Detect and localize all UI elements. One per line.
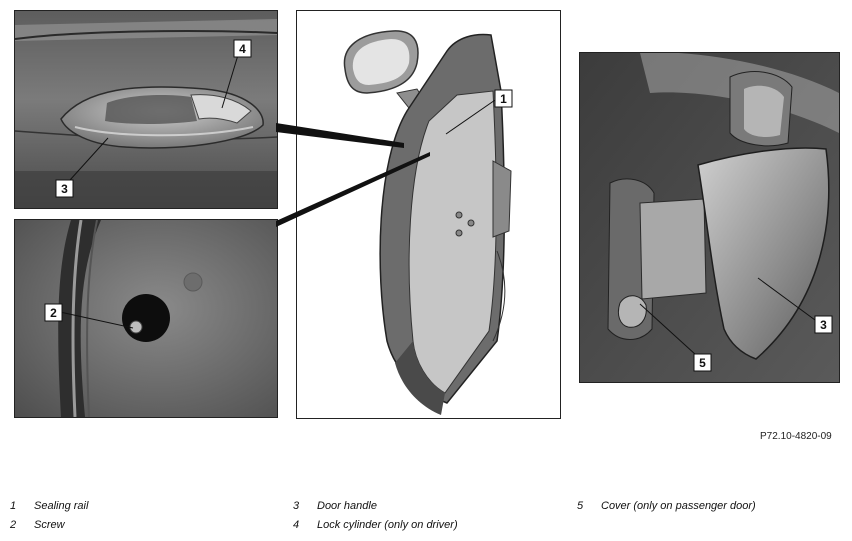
screw-photo-panel — [14, 219, 278, 418]
legend-number: 1 — [10, 500, 17, 512]
legend-number: 3 — [293, 500, 300, 512]
legend-item-1: 1 Sealing rail — [10, 500, 88, 512]
legend-item-2: 2 Screw — [10, 519, 65, 531]
legend-number: 2 — [10, 519, 17, 531]
legend-item-5: 5 Cover (only on passenger door) — [577, 500, 756, 512]
figure-reference: P72.10-4820-09 — [760, 431, 832, 442]
legend-item-4: 4 Lock cylinder (only on driver) — [293, 519, 458, 531]
legend-label: Cover (only on passenger door) — [601, 500, 756, 512]
legend-number: 5 — [577, 500, 584, 512]
cover-photo — [580, 53, 839, 382]
door-render — [297, 11, 560, 418]
legend-label: Lock cylinder (only on driver) — [317, 519, 458, 531]
legend-label: Screw — [34, 519, 65, 531]
screw-hole-icon — [122, 294, 170, 342]
legend-item-3: 3 Door handle — [293, 500, 377, 512]
cover-photo-panel — [579, 52, 840, 383]
door-render-panel — [296, 10, 561, 419]
handle-photo — [15, 11, 277, 208]
screw-photo — [15, 220, 277, 417]
legend-number: 4 — [293, 519, 300, 531]
legend-label: Sealing rail — [34, 500, 89, 512]
legend-label: Door handle — [317, 500, 377, 512]
mirror-icon — [343, 30, 430, 114]
handle-photo-panel — [14, 10, 278, 209]
